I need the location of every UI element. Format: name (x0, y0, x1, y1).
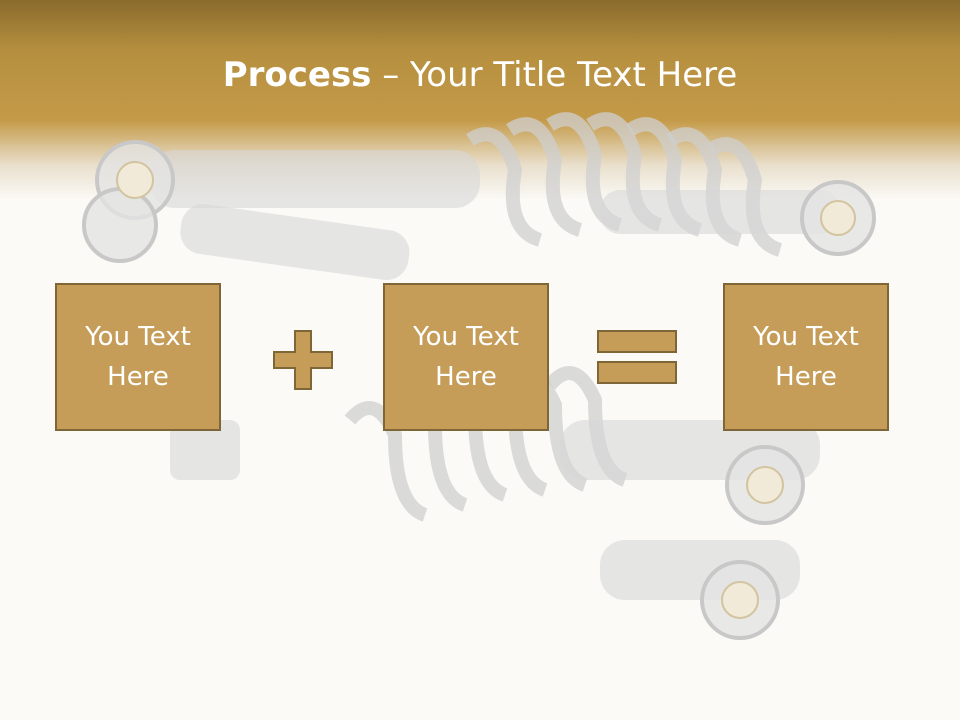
text-box-2[interactable]: You Text Here (383, 283, 549, 431)
title-bold: Process (222, 55, 372, 95)
text-box-3-label: You Text Here (753, 322, 859, 392)
text-box-1[interactable]: You Text Here (55, 283, 221, 431)
plus-icon (273, 330, 333, 390)
equals-icon (597, 330, 677, 384)
text-box-2-label: You Text Here (413, 322, 519, 392)
text-box-3[interactable]: You Text Here (723, 283, 889, 431)
text-box-1-label: You Text Here (85, 322, 191, 392)
slide-title: Process – Your Title Text Here (0, 52, 960, 98)
title-rest: – Your Title Text Here (371, 55, 738, 95)
